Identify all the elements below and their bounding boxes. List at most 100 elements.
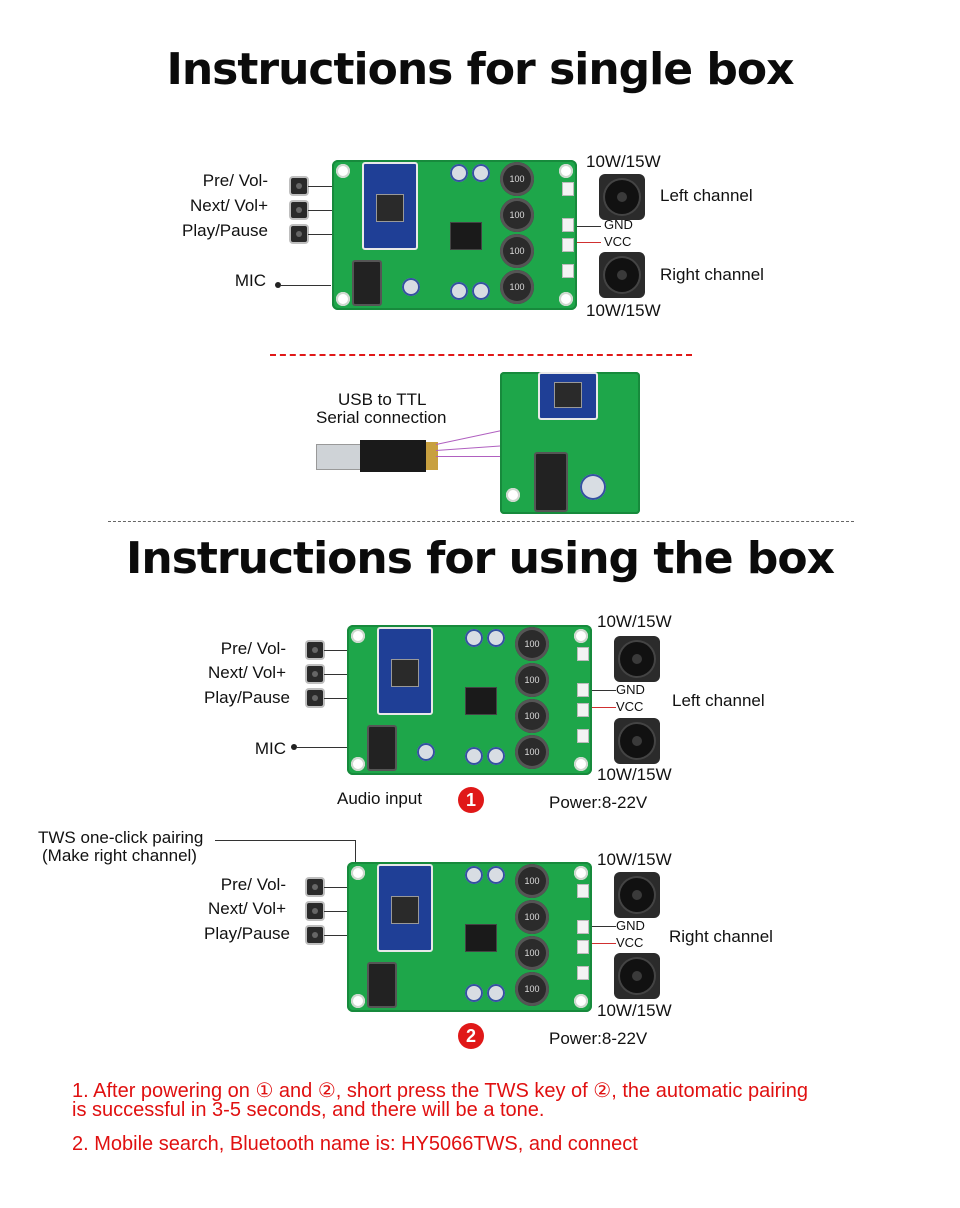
label-right-channel: Right channel: [660, 265, 764, 284]
serial-wire: [435, 430, 501, 445]
mic-icon: [275, 282, 281, 288]
label-play-pause: Play/Pause: [204, 688, 290, 707]
label-play-pause: Play/Pause: [204, 924, 290, 943]
label-pre-vol-down: Pre/ Vol-: [202, 171, 268, 190]
inductor-icon: 100: [515, 900, 549, 934]
label-power-range: Power:8-22V: [549, 793, 648, 812]
play-button-icon: [307, 690, 323, 706]
wire: [308, 210, 332, 211]
label-usb-to-ttl: USB to TTL: [338, 390, 427, 409]
next-button-icon: [307, 666, 323, 682]
gnd-wire: [592, 690, 616, 691]
vcc-wire: [577, 242, 601, 243]
label-serial-connection: Serial connection: [316, 408, 447, 427]
label-gnd: GND: [616, 918, 645, 933]
wire: [324, 887, 348, 888]
serial-wire: [435, 445, 502, 451]
next-button-icon: [307, 903, 323, 919]
next-button-icon: [291, 202, 307, 218]
label-power-top: 10W/15W: [597, 850, 672, 869]
label-right-channel: Right channel: [669, 927, 773, 946]
label-power-top: 10W/15W: [586, 152, 661, 171]
audio-jack-icon: [352, 260, 382, 306]
mic-wire: [297, 747, 347, 748]
vcc-wire: [592, 943, 616, 944]
inductor-icon: 100: [515, 735, 549, 769]
label-audio-input: Audio input: [337, 789, 423, 808]
label-gnd: GND: [604, 217, 633, 232]
inductor-icon: 100: [515, 663, 549, 697]
label-vcc: VCC: [616, 935, 644, 950]
wire: [324, 911, 348, 912]
note-1-line-1: 1. After powering on ① and ②, short pres…: [72, 1080, 808, 1102]
label-power-bottom: 10W/15W: [586, 301, 661, 320]
play-button-icon: [291, 226, 307, 242]
inductor-icon: 100: [500, 198, 534, 232]
label-play-pause: Play/Pause: [182, 221, 268, 240]
wire: [308, 186, 332, 187]
board-single: 100 100 100 100: [332, 160, 577, 310]
bluetooth-module-icon: [377, 627, 433, 715]
wire: [324, 698, 348, 699]
board-box-2: 100 100 100 100: [347, 862, 592, 1012]
note-1-line-2: is successful in 3-5 seconds, and there …: [72, 1099, 545, 1121]
label-mic: MIC: [254, 739, 286, 758]
bluetooth-module-icon: [362, 162, 418, 250]
inductor-icon: 100: [515, 936, 549, 970]
board-serial-closeup: [500, 372, 640, 514]
label-vcc: VCC: [604, 234, 632, 249]
label-mic: MIC: [234, 271, 266, 290]
wire: [324, 650, 348, 651]
badge-1: 1: [458, 787, 484, 813]
pre-button-icon: [307, 642, 323, 658]
inductor-icon: 100: [515, 699, 549, 733]
inductor-icon: 100: [515, 864, 549, 898]
label-vcc: VCC: [616, 699, 644, 714]
wire: [308, 234, 332, 235]
gnd-wire: [592, 926, 616, 927]
title-using-box: Instructions for using the box: [126, 533, 835, 584]
label-power-top: 10W/15W: [597, 612, 672, 631]
inductor-icon: 100: [515, 972, 549, 1006]
wire: [324, 674, 348, 675]
pre-button-icon: [307, 879, 323, 895]
gnd-wire: [577, 226, 601, 227]
inductor-icon: 100: [500, 234, 534, 268]
mic-wire: [281, 285, 331, 286]
label-pre-vol-down: Pre/ Vol-: [220, 875, 286, 894]
audio-jack-icon: [367, 725, 397, 771]
inductor-icon: 100: [500, 270, 534, 304]
serial-wire: [436, 456, 502, 457]
vcc-wire: [592, 707, 616, 708]
label-next-vol-up: Next/ Vol+: [208, 663, 286, 682]
speaker-right-icon: [599, 252, 645, 298]
label-pre-vol-down: Pre/ Vol-: [220, 639, 286, 658]
pre-button-icon: [291, 178, 307, 194]
label-make-right-channel: (Make right channel): [42, 846, 197, 865]
play-button-icon: [307, 927, 323, 943]
tws-wire: [355, 840, 356, 862]
speaker-left-icon: [614, 872, 660, 918]
audio-jack-icon: [367, 962, 397, 1008]
speaker-left-icon: [599, 174, 645, 220]
speaker-left-icon: [614, 636, 660, 682]
board-box-1: 100 100 100 100: [347, 625, 592, 775]
label-next-vol-up: Next/ Vol+: [190, 196, 268, 215]
tws-wire: [215, 840, 355, 841]
label-tws-pairing: TWS one-click pairing: [38, 828, 204, 847]
bluetooth-module-icon: [377, 864, 433, 952]
speaker-right-icon: [614, 953, 660, 999]
bluetooth-module-icon: [538, 372, 598, 420]
usb-ttl-adapter-icon: [316, 438, 440, 474]
label-power-range: Power:8-22V: [549, 1029, 648, 1048]
label-gnd: GND: [616, 682, 645, 697]
mic-icon: [291, 744, 297, 750]
speaker-right-icon: [614, 718, 660, 764]
inductor-icon: 100: [500, 162, 534, 196]
divider-red: [270, 354, 692, 356]
label-left-channel: Left channel: [672, 691, 765, 710]
label-power-bottom: 10W/15W: [597, 1001, 672, 1020]
label-power-bottom: 10W/15W: [597, 765, 672, 784]
title-single-box: Instructions for single box: [166, 44, 794, 95]
badge-2: 2: [458, 1023, 484, 1049]
